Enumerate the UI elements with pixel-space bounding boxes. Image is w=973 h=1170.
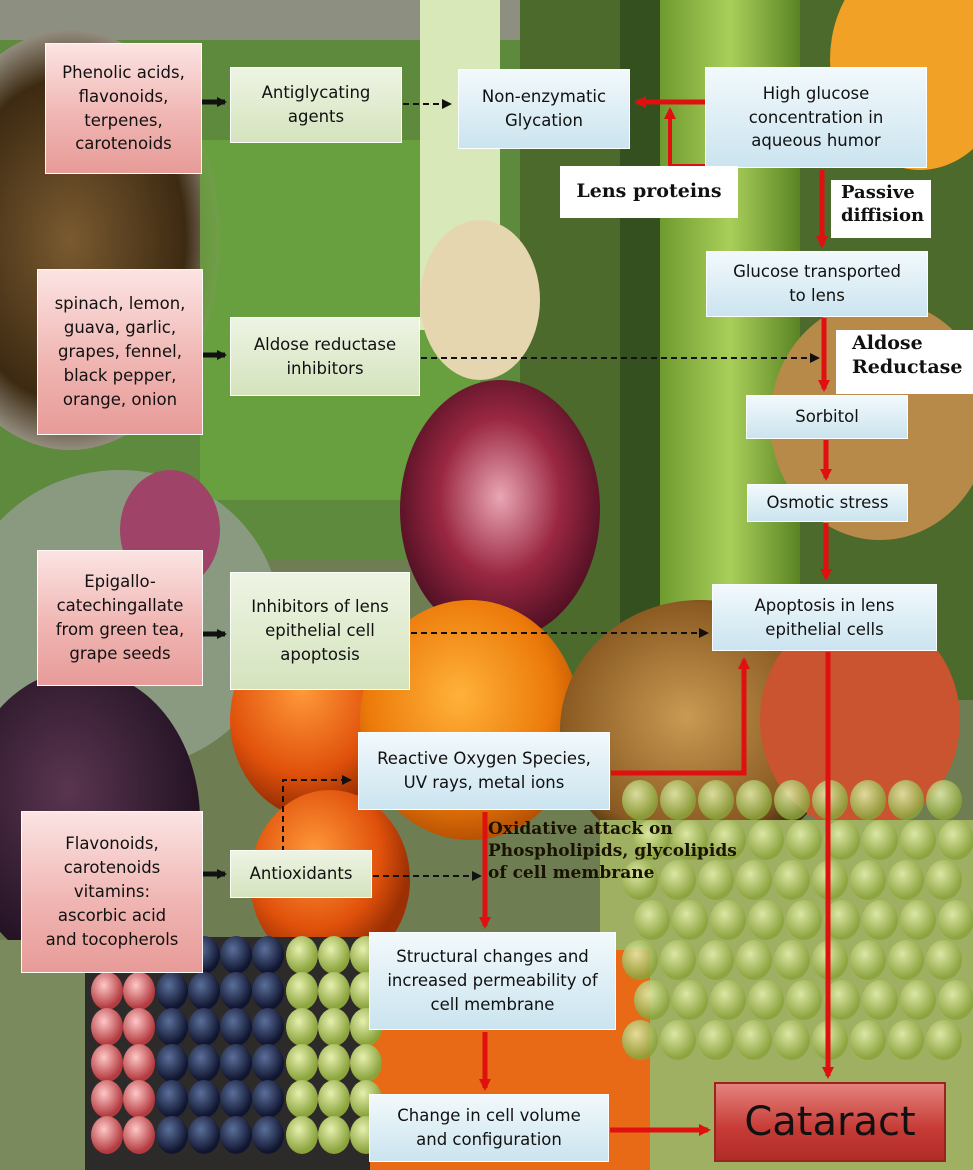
node-osmotic-stress: Osmotic stress bbox=[747, 484, 908, 522]
node-glucose-transported: Glucose transported to lens bbox=[706, 251, 928, 317]
source-vegetables: spinach, lemon, guava, garlic, grapes, f… bbox=[37, 269, 203, 435]
node-cataract: Cataract bbox=[714, 1082, 946, 1162]
node-high-glucose: High glucose concentration in aqueous hu… bbox=[705, 67, 927, 168]
label-passive-diffusion: Passive diffision bbox=[831, 180, 931, 238]
node-non-enzymatic-glycation: Non-enzymatic Glycation bbox=[458, 69, 630, 149]
node-cell-volume-change: Change in cell volume and configuration bbox=[369, 1094, 609, 1162]
label-oxidative-attack: Oxidative attack on Phospholipids, glyco… bbox=[488, 818, 758, 884]
agent-apoptosis-inhibitors: Inhibitors of lens epithelial cell apopt… bbox=[230, 572, 410, 690]
source-phenolic-acids: Phenolic acids, flavonoids, terpenes, ca… bbox=[45, 43, 202, 174]
agent-antiglycating: Antiglycating agents bbox=[230, 67, 402, 143]
source-egcg: Epigallo- catechingallate from green tea… bbox=[37, 550, 203, 686]
node-sorbitol: Sorbitol bbox=[746, 395, 908, 439]
agent-aldose-reductase-inhibitors: Aldose reductase inhibitors bbox=[230, 317, 420, 396]
node-structural-changes: Structural changes and increased permeab… bbox=[369, 932, 616, 1030]
agent-antioxidants: Antioxidants bbox=[230, 850, 372, 898]
source-flavonoids: Flavonoids, carotenoids vitamins: ascorb… bbox=[21, 811, 203, 973]
label-aldose-reductase: Aldose Reductase bbox=[836, 330, 973, 394]
node-reactive-oxygen-species: Reactive Oxygen Species, UV rays, metal … bbox=[358, 732, 610, 810]
label-lens-proteins: Lens proteins bbox=[560, 166, 738, 218]
node-apoptosis-lens: Apoptosis in lens epithelial cells bbox=[712, 584, 937, 651]
